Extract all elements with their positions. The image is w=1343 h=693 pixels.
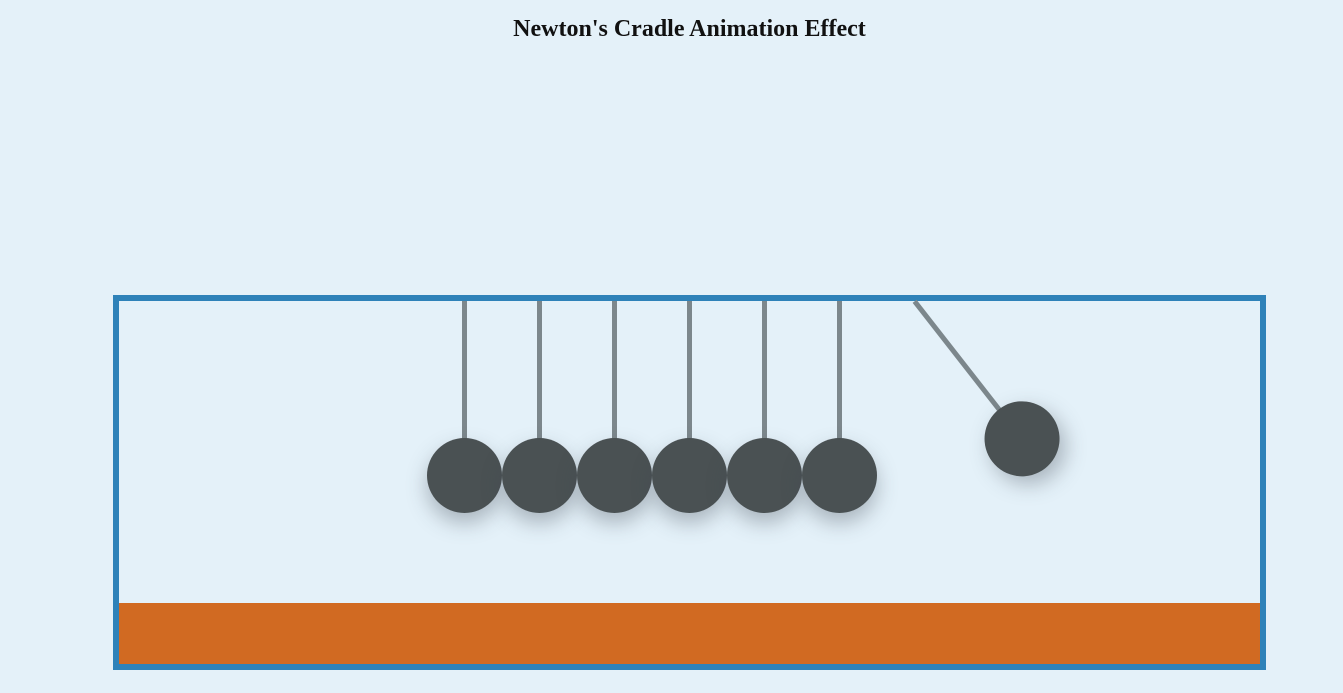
pendulum-ball [427,438,502,513]
pendulum-string [687,301,692,441]
pendulum-ball [652,438,727,513]
pendulum-ball [727,438,802,513]
cradle-base [119,603,1260,664]
pendulum-ball [969,386,1075,492]
pendulum-string [837,301,842,441]
pendulum-ball [502,438,577,513]
pendulum-string [762,301,767,441]
pendulum-string [612,301,617,441]
page-title: Newton's Cradle Animation Effect [513,16,866,42]
pendulum-string [537,301,542,441]
pendulum-ball [802,438,877,513]
pendulum-string [912,299,1003,414]
pendulum-ball [577,438,652,513]
cradle-frame [113,295,1266,670]
pendulum-string [462,301,467,441]
pendulum-7-swinging [912,299,1075,492]
